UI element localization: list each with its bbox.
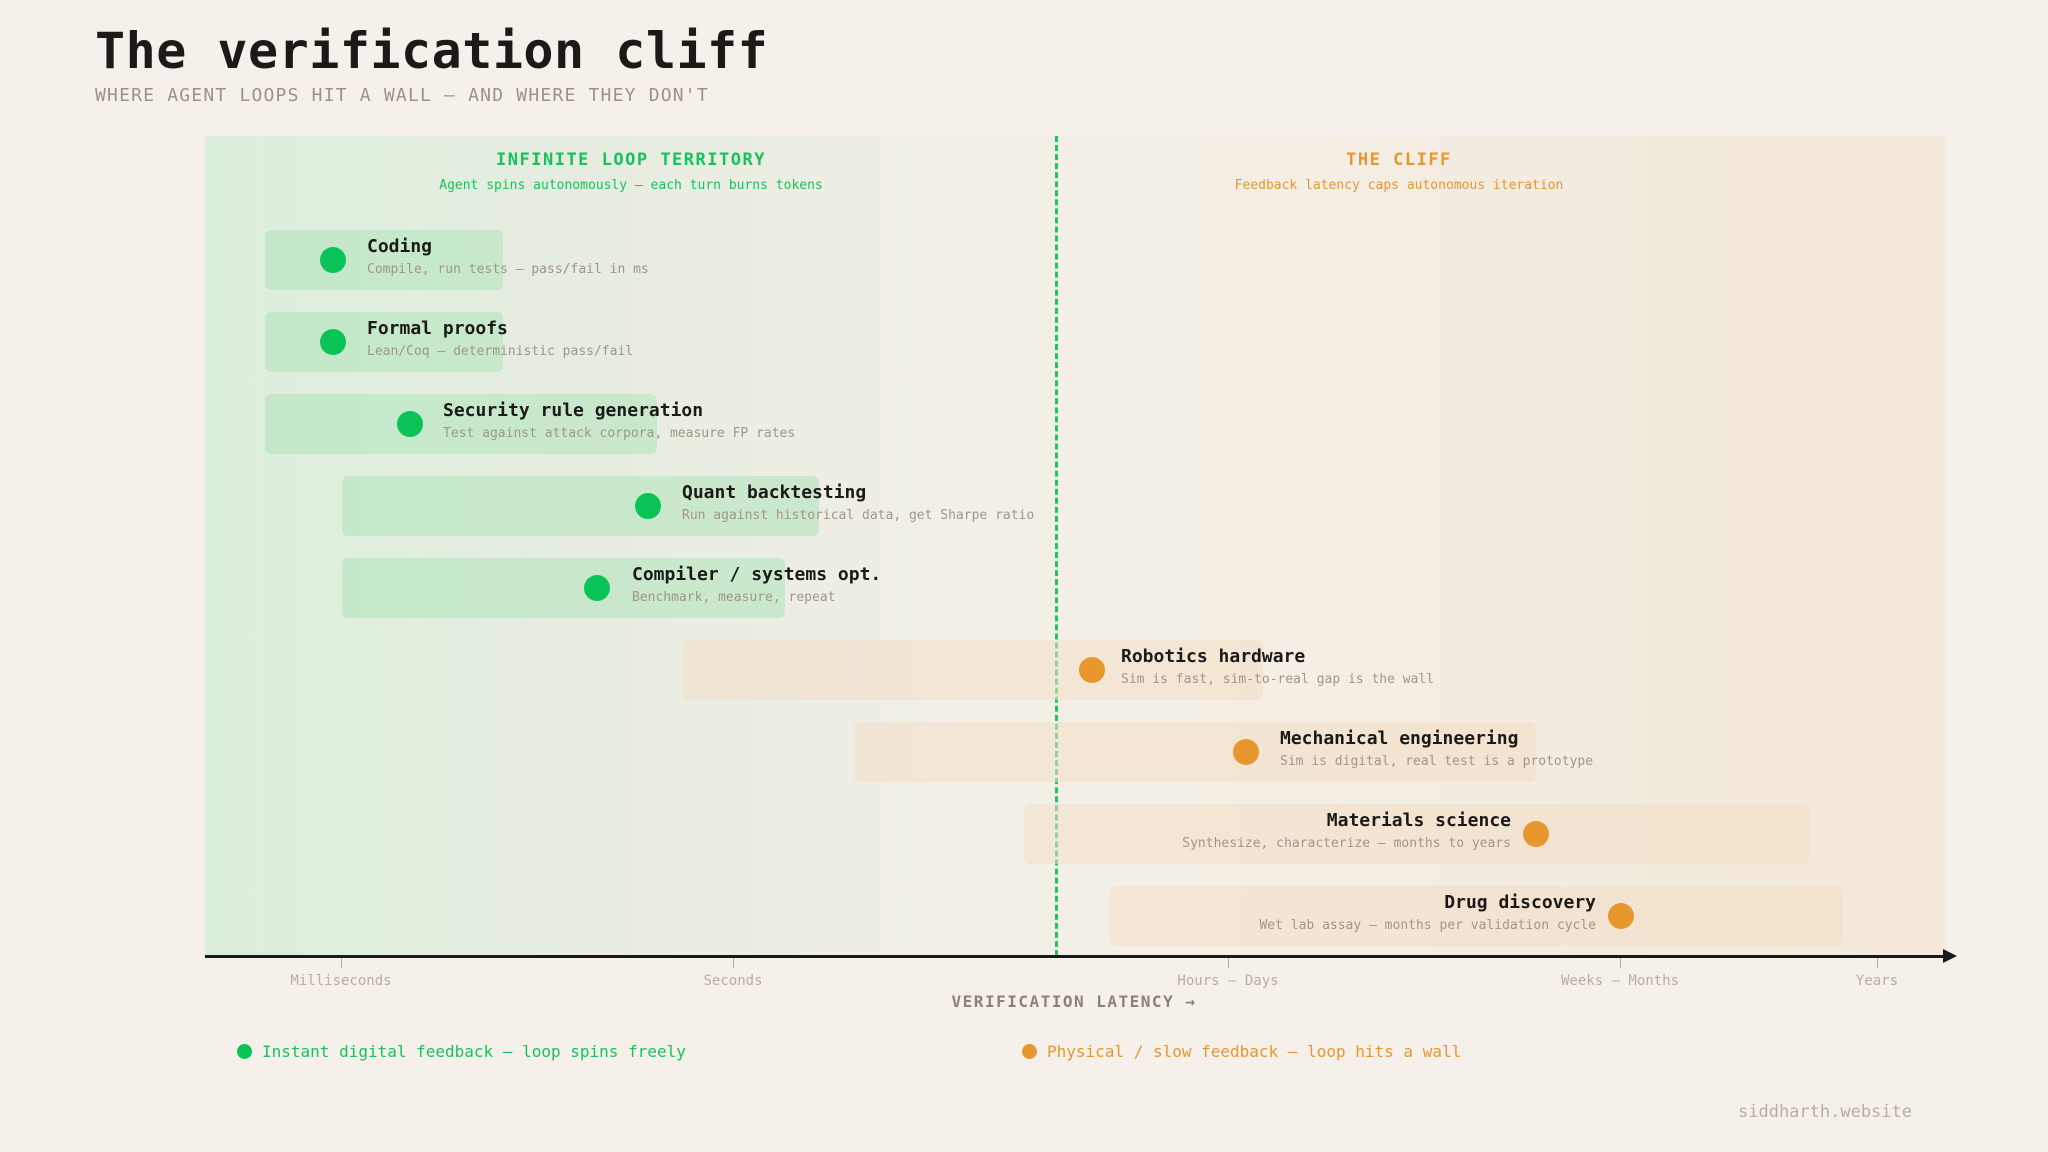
domain-title: Coding (367, 236, 433, 257)
domain-description: Test against attack corpora, measure FP … (443, 426, 796, 441)
cliff-divider-line (1055, 136, 1058, 956)
domain-title: Materials science (1326, 810, 1511, 831)
latency-range-bar (342, 558, 785, 618)
page-subtitle: WHERE AGENT LOOPS HIT A WALL — AND WHERE… (95, 85, 709, 106)
domain-title: Drug discovery (1444, 892, 1596, 913)
instant-feedback-dot-icon (584, 575, 610, 601)
slow-feedback-dot-icon (1523, 821, 1549, 847)
axis-tick (1620, 958, 1621, 968)
zone-subtitle: Feedback latency caps autonomous iterati… (1234, 178, 1564, 193)
axis-tick-label: Years (1855, 973, 1899, 989)
x-axis-title: VERIFICATION LATENCY → (951, 992, 1197, 1011)
latency-range-bar (265, 312, 503, 372)
zone-title: INFINITE LOOP TERRITORY (496, 150, 766, 170)
domain-title: Quant backtesting (682, 482, 867, 503)
domain-description: Synthesize, characterize — months to yea… (1182, 836, 1511, 851)
domain-description: Sim is fast, sim-to-real gap is the wall (1121, 672, 1435, 687)
latency-range-bar (265, 230, 503, 290)
instant-feedback-dot-icon (397, 411, 423, 437)
latency-range-bar (683, 640, 1263, 700)
latency-range-bar (265, 394, 657, 454)
domain-description: Lean/Coq — deterministic pass/fail (367, 344, 634, 359)
axis-tick (733, 958, 734, 968)
domain-description: Run against historical data, get Sharpe … (682, 508, 1035, 523)
axis-tick-label: Milliseconds (290, 973, 392, 989)
latency-range-bar (854, 722, 1536, 782)
legend-dot-icon (237, 1044, 252, 1059)
axis-tick-label: Seconds (703, 973, 763, 989)
chart-area: INFINITE LOOP TERRITORY Agent spins auto… (205, 136, 1945, 956)
axis-tick (341, 958, 342, 968)
legend-label: Physical / slow feedback — loop hits a w… (1047, 1042, 1462, 1061)
legend-label: Instant digital feedback — loop spins fr… (262, 1042, 686, 1061)
legend-dot-icon (1022, 1044, 1037, 1059)
latency-range-bar (1110, 886, 1843, 946)
domain-description: Wet lab assay — months per validation cy… (1259, 918, 1596, 933)
domain-title: Formal proofs (367, 318, 508, 339)
domain-description: Benchmark, measure, repeat (632, 590, 836, 605)
zone-title: THE CLIFF (1346, 150, 1452, 170)
domain-title: Security rule generation (443, 400, 704, 421)
axis-tick-label: Hours — Days (1177, 973, 1279, 989)
latency-range-bar (342, 476, 819, 536)
slow-feedback-dot-icon (1608, 903, 1634, 929)
zone-subtitle: Agent spins autonomously — each turn bur… (439, 178, 823, 193)
axis-tick-label: Weeks — Months (1560, 973, 1680, 989)
domain-title: Compiler / systems opt. (632, 564, 882, 585)
domain-description: Sim is digital, real test is a prototype (1280, 754, 1594, 769)
legend-item: Physical / slow feedback — loop hits a w… (1022, 1042, 1461, 1061)
latency-range-bar (1024, 804, 1809, 864)
slow-feedback-dot-icon (1079, 657, 1105, 683)
x-axis-line (205, 955, 1950, 958)
slow-feedback-dot-icon (1233, 739, 1259, 765)
zone-header-cliff: THE CLIFF Feedback latency caps autonomo… (1235, 150, 1564, 193)
zone-header-infinite-loop: INFINITE LOOP TERRITORY Agent spins auto… (439, 150, 823, 193)
legend-item: Instant digital feedback — loop spins fr… (237, 1042, 686, 1061)
domain-label: Compiler / systems opt. Benchmark, measur… (632, 564, 881, 605)
domain-description: Compile, run tests — pass/fail in ms (367, 262, 649, 277)
instant-feedback-dot-icon (320, 247, 346, 273)
footer-credit: siddharth.website (1738, 1102, 1912, 1122)
axis-arrow-icon (1943, 949, 1957, 963)
axis-tick (1877, 958, 1878, 968)
domain-title: Mechanical engineering (1280, 728, 1519, 749)
instant-feedback-dot-icon (635, 493, 661, 519)
axis-tick (1228, 958, 1229, 968)
page-title: The verification cliff (95, 22, 769, 80)
domain-title: Robotics hardware (1121, 646, 1306, 667)
instant-feedback-dot-icon (320, 329, 346, 355)
